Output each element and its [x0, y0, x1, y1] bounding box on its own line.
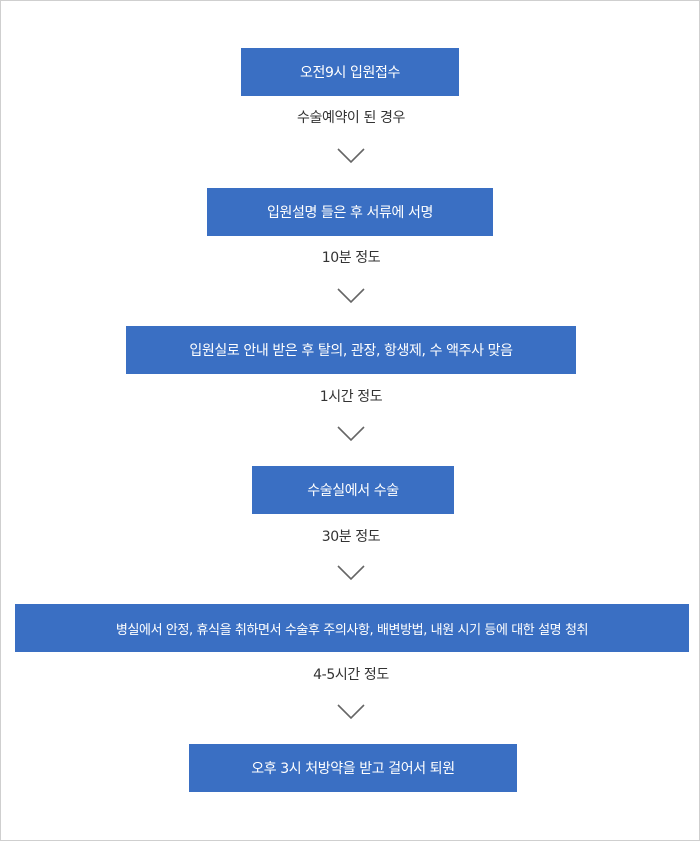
chevron-down-icon [337, 148, 365, 164]
chevron-down-icon [337, 426, 365, 442]
step-box-4: 수술실에서 수술 [252, 466, 454, 514]
step-note-5: 4-5시간 정도 [313, 667, 389, 683]
step-box-2: 입원설명 들은 후 서류에 서명 [207, 188, 493, 236]
chevron-down-icon [337, 288, 365, 304]
step-note-4: 30분 정도 [321, 529, 381, 545]
step-box-6: 오후 3시 처방약을 받고 걸어서 퇴원 [189, 744, 517, 792]
chevron-down-icon [337, 704, 365, 720]
chevron-down-icon [337, 565, 365, 581]
step-box-5: 병실에서 안정, 휴식을 취하면서 수술후 주의사항, 배변방법, 내원 시기 … [15, 604, 689, 652]
step-note-2: 10분 정도 [321, 250, 381, 266]
step-box-3: 입원실로 안내 받은 후 탈의, 관장, 항생제, 수 액주사 맞음 [126, 326, 576, 374]
step-note-3: 1시간 정도 [319, 389, 383, 405]
step-box-1: 오전9시 입원접수 [241, 48, 459, 96]
step-note-1: 수술예약이 된 경우 [297, 110, 405, 126]
